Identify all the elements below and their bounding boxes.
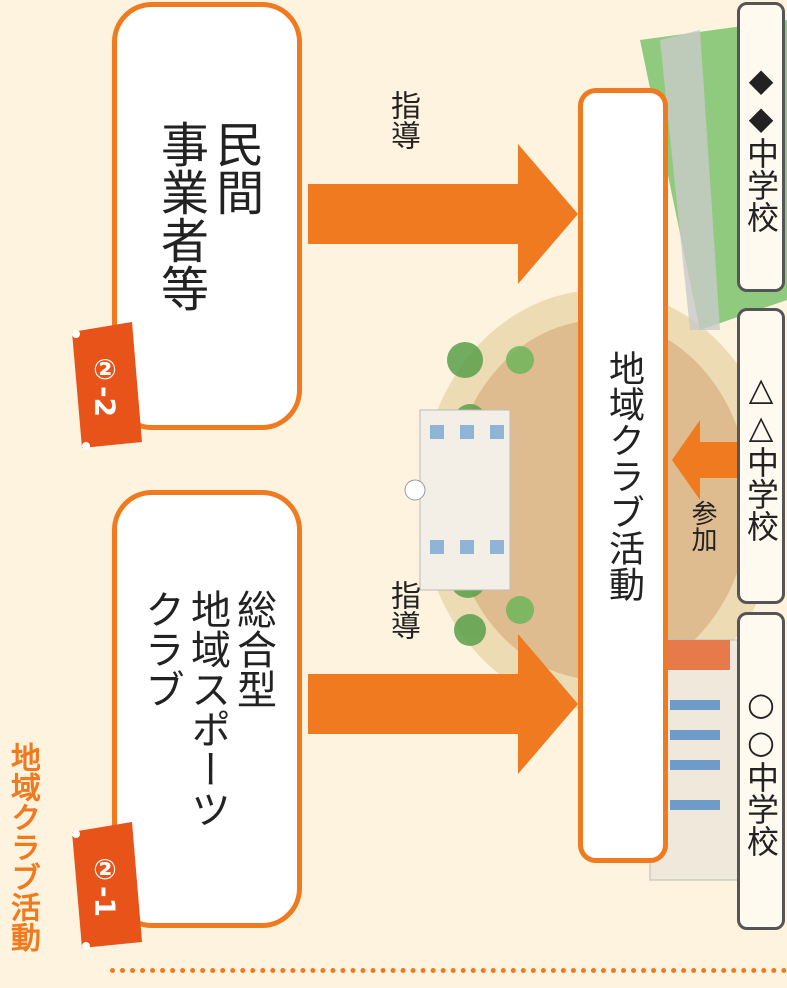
tag-label-2-1: ②-1 xyxy=(88,852,122,918)
guidance-label-2: 指導 xyxy=(385,90,420,150)
tag-label-2-2: ②-2 xyxy=(88,352,122,418)
org-box-comprehensive-club: 総合型 地域スポーツ クラブ xyxy=(112,490,302,928)
guidance-label-1: 指導 xyxy=(385,580,420,640)
org-label-private-business: 民間 事業者等 xyxy=(152,120,264,312)
club-activity-box: 地域クラブ活動 xyxy=(578,88,668,863)
participate-arrow xyxy=(672,420,744,500)
guidance-arrow-2 xyxy=(308,144,578,284)
dotted-divider xyxy=(110,968,787,973)
club-activity-label: 地域クラブ活動 xyxy=(603,349,644,602)
tag-ribbon-2-1 xyxy=(72,822,142,950)
guidance-arrow-1 xyxy=(308,634,578,774)
tag-ribbon-2-2 xyxy=(72,322,142,450)
section-heading: 地域クラブ活動 xyxy=(5,741,40,952)
org-box-private-business: 民間 事業者等 xyxy=(112,2,302,430)
org-label-comprehensive-club: 総合型 地域スポーツ クラブ xyxy=(138,589,276,829)
school-box-2: △△中学校 xyxy=(737,308,785,604)
stadium-stand xyxy=(660,30,720,330)
clock-icon xyxy=(404,479,426,501)
school-box-3: ◆◆中学校 xyxy=(737,2,785,292)
participate-label: 参加 xyxy=(687,500,717,552)
school-box-1: ○○中学校 xyxy=(737,612,785,930)
school-building xyxy=(419,409,511,591)
